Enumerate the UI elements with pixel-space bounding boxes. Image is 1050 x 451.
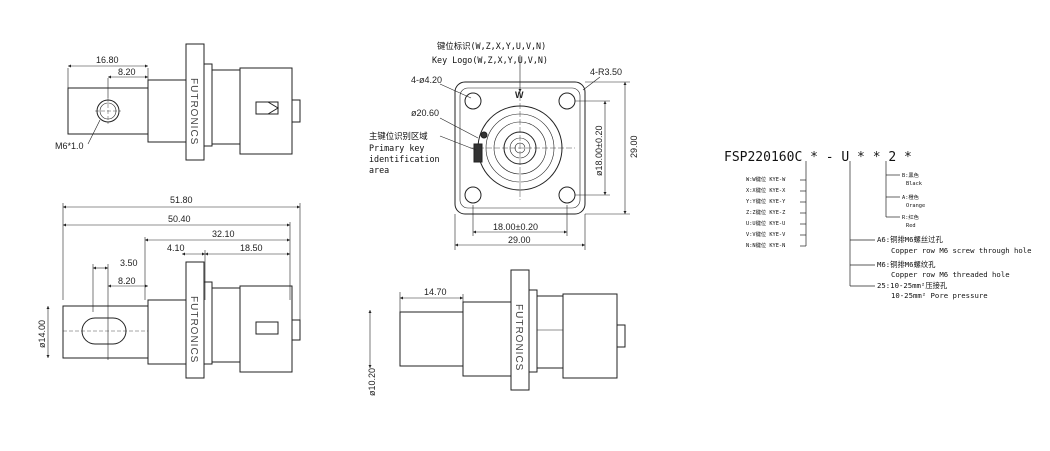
part-code-legend	[800, 161, 900, 287]
terminal-a6-en: Copper row M6 screw through hole	[891, 246, 1032, 255]
dim-16-80: 16.80	[96, 55, 119, 65]
size-h-dim: 29.00	[508, 235, 531, 245]
side-view-mid	[368, 269, 626, 391]
pitch-v-dim: ø18.00±0.20	[594, 126, 604, 176]
dim-8-20-bottom: 8.20	[118, 276, 136, 286]
key-option-w: W:W键位 KYE-W	[746, 175, 786, 183]
primary-key-en-3: area	[369, 165, 389, 175]
pitch-h-dim: 18.00±0.20	[493, 222, 538, 232]
dim-51-80: 51.80	[170, 195, 193, 205]
key-logo-en: Key Logo(W,Z,X,Y,U,V,N)	[432, 55, 548, 65]
key-option-y: Y:Y键位 KYE-Y	[746, 197, 786, 205]
dim-8-20-top: 8.20	[118, 67, 136, 77]
dim-18-50: 18.50	[240, 243, 263, 253]
hole-dim: 4-ø4.20	[411, 75, 442, 85]
dim-50-40: 50.40	[168, 214, 191, 224]
key-logo-cn: 键位标识(W,Z,X,Y,U,V,N)	[437, 41, 546, 51]
dim-14-70: 14.70	[424, 287, 447, 297]
color-black-en: Black	[906, 181, 923, 187]
size-v-dim: 29.00	[629, 135, 639, 158]
color-orange-cn: A:橙色	[902, 193, 920, 201]
terminal-m6-cn: M6:铜排M6螺纹孔	[877, 260, 936, 269]
brand-text-mid: FUTRONICS	[513, 304, 524, 371]
color-black-cn: B:黑色	[902, 171, 920, 179]
side-view-bottom	[46, 203, 301, 379]
dim-dia-14: ø14.00	[37, 320, 47, 348]
key-option-z: Z:Z键位 KYE-Z	[746, 208, 786, 216]
key-option-x: X:X键位 KYE-X	[746, 186, 786, 194]
primary-key-en-2: identification	[369, 154, 440, 164]
side-view-top	[67, 43, 301, 161]
terminal-25-en: 10-25mm² Pore pressure	[891, 291, 988, 300]
key-letter: W	[515, 90, 524, 100]
color-orange-en: Orange	[906, 203, 925, 209]
color-red-cn: R:红色	[902, 213, 920, 221]
bore-dim: ø20.60	[411, 108, 439, 118]
key-option-v: V:V键位 KYE-V	[746, 230, 786, 238]
terminal-a6-cn: A6:铜排M6螺丝过孔	[877, 235, 943, 244]
thread-label: M6*1.0	[55, 141, 84, 151]
radius-dim: 4-R3.50	[590, 67, 622, 77]
color-red-en: Red	[906, 223, 916, 229]
key-option-u: U:U键位 KYE-U	[746, 219, 785, 227]
key-option-n: N:N键位 KYE-N	[746, 241, 785, 249]
dim-32-10: 32.10	[212, 229, 235, 239]
front-view	[439, 55, 630, 250]
terminal-25-cn: 25:10-25mm²压接孔	[877, 281, 948, 290]
primary-key-cn: 主键位识别区域	[369, 131, 428, 141]
dim-3-50: 3.50	[120, 258, 138, 268]
terminal-m6-en: Copper row M6 threaded hole	[891, 270, 1010, 279]
dim-4-10: 4.10	[167, 243, 185, 253]
brand-text-bottom: FUTRONICS	[188, 296, 199, 363]
primary-key-en-1: Primary key	[369, 143, 424, 153]
brand-text-top: FUTRONICS	[188, 78, 199, 145]
dim-dia-10: ø10.20	[367, 368, 377, 396]
part-code: FSP220160C * - U * * 2 *	[724, 150, 912, 165]
